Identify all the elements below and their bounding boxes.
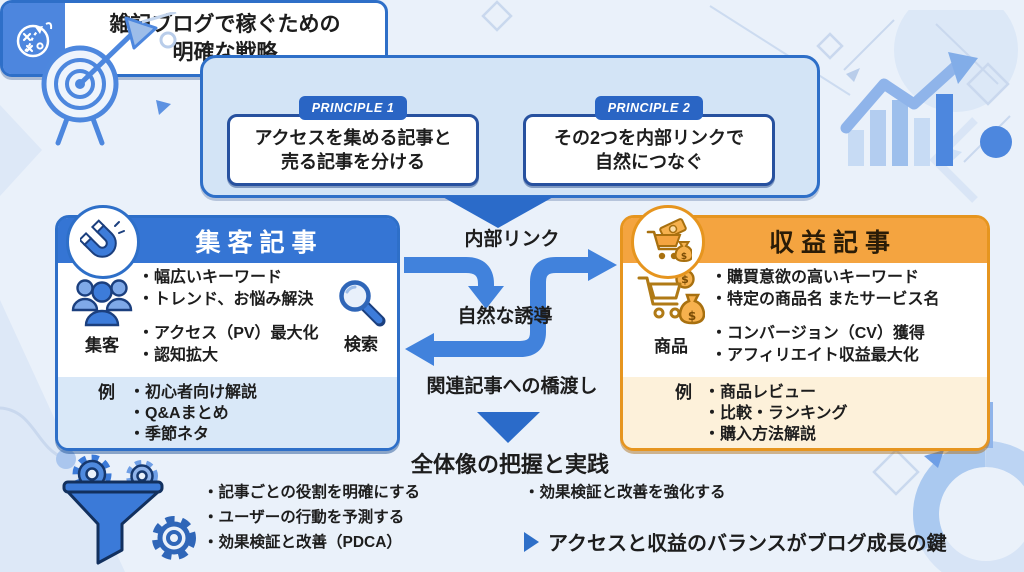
revenue-example-label: 例 [675, 383, 692, 402]
principle-2-line1: その2つを内部リンクで [553, 127, 744, 148]
example-item: Q&Aまとめ [129, 403, 257, 424]
people-icon [71, 279, 133, 327]
arrow-traffic-down [404, 257, 494, 287]
gear-icon [72, 454, 112, 494]
summary-key-point: アクセスと収益のバランスがブログ成長の鍵 [524, 527, 947, 556]
title-line1: 雑記ブログで稼ぐための [109, 13, 341, 37]
cart-coin-bag-icon: $ $ [637, 269, 705, 325]
svg-text:$: $ [681, 252, 687, 262]
down-triangle-top [441, 196, 555, 228]
cart-money-icon: $ [631, 205, 705, 279]
summary-point: 効果検証と改善を強化する [524, 480, 726, 505]
play-triangle-icon [524, 531, 539, 552]
revenue-example-list: 商品レビュー 比較・ランキング 購入方法解説 [704, 382, 848, 445]
revenue-articles-box: $ 収益記事 $ $ 商品 購買意欲の高いキーワード 特定の商品名 またサービス… [620, 205, 990, 451]
example-item: 購入方法解説 [704, 424, 848, 445]
down-triangle-bottom [477, 412, 540, 443]
traffic-search-figure: 検索 [331, 276, 391, 355]
search-caption: 検索 [344, 335, 378, 354]
funnel-gears-icon [62, 454, 196, 565]
traffic-audience-figure: 集客 [68, 273, 136, 356]
magnet-icon [66, 205, 140, 279]
summary-heading: 全体像の把握と実践 [410, 452, 609, 477]
summary-point: 効果検証と改善（PDCA） [203, 530, 420, 555]
summary-point: ユーザーの行動を予測する [203, 505, 420, 530]
principle-1-badge: PRINCIPLE 1 [299, 96, 407, 120]
revenue-examples: 例 商品レビュー 比較・ランキング 購入方法解説 [623, 377, 987, 448]
point-item: 幅広いキーワード [138, 267, 319, 289]
flow-label-internal-link: 内部リンク [464, 229, 560, 250]
principle-1-box: アクセスを集める記事と 売る記事を分ける [227, 114, 479, 186]
flow-label-natural-guidance: 自然な誘導 [457, 306, 553, 327]
arrow-to-traffic [434, 322, 546, 357]
svg-text:$: $ [681, 273, 689, 286]
point-item: トレンド、お悩み解決 [138, 289, 319, 311]
flow-arrows [404, 249, 617, 366]
search-icon [339, 280, 386, 327]
principle-1-line1: アクセスを集める記事と [254, 127, 452, 148]
gear-icon [126, 460, 158, 492]
flow-label-bridge: 関連記事への橋渡し [426, 376, 598, 397]
example-item: 比較・ランキング [704, 403, 848, 424]
principle-2-line2: 自然につなぐ [595, 152, 703, 172]
traffic-example-label: 例 [98, 383, 115, 402]
summary-right-points: 効果検証と改善を強化する [524, 480, 726, 505]
revenue-points: 購買意欲の高いキーワード 特定の商品名 またサービス名 コンバージョン（CV）獲… [711, 267, 939, 368]
point-item: コンバージョン（CV）獲得 [711, 323, 939, 345]
point-item: アフィリエイト収益最大化 [711, 345, 939, 367]
svg-text:$: $ [688, 309, 696, 323]
point-item: 認知拡大 [138, 345, 319, 367]
point-item: 特定の商品名 またサービス名 [711, 289, 939, 311]
revenue-product-figure: $ $ 商品 [635, 268, 707, 357]
example-item: 季節ネタ [129, 424, 257, 445]
principle-2-box: その2つを内部リンクで 自然につなぐ [523, 114, 775, 186]
traffic-articles-box: 集客記事 集客 幅広いキーワード トレンド、お悩み解決 アクセス（PV）最大化 … [55, 205, 400, 451]
traffic-examples: 例 初心者向け解説 Q&Aまとめ 季節ネタ [58, 377, 397, 448]
traffic-example-list: 初心者向け解説 Q&Aまとめ 季節ネタ [129, 382, 257, 445]
arrow-to-revenue [530, 257, 588, 322]
point-item: アクセス（PV）最大化 [138, 323, 319, 345]
principle-1-line2: 売る記事を分ける [281, 152, 425, 172]
key-point-text: アクセスと収益のバランスがブログ成長の鍵 [548, 533, 947, 555]
point-item: 購買意欲の高いキーワード [711, 267, 939, 289]
example-item: 商品レビュー [704, 382, 848, 403]
principle-2-badge: PRINCIPLE 2 [595, 96, 703, 120]
example-item: 初心者向け解説 [129, 382, 257, 403]
product-caption: 商品 [654, 337, 688, 356]
strategy-icon [3, 3, 65, 74]
traffic-points: 幅広いキーワード トレンド、お悩み解決 アクセス（PV）最大化 認知拡大 [138, 267, 319, 368]
growth-chart-icon [840, 10, 1018, 166]
summary-point: 記事ごとの役割を明確にする [203, 480, 421, 505]
people-caption: 集客 [85, 336, 119, 355]
gear-icon [152, 516, 196, 560]
summary-left-points: 記事ごとの役割を明確にする ユーザーの行動を予測する 効果検証と改善（PDCA） [203, 480, 421, 555]
